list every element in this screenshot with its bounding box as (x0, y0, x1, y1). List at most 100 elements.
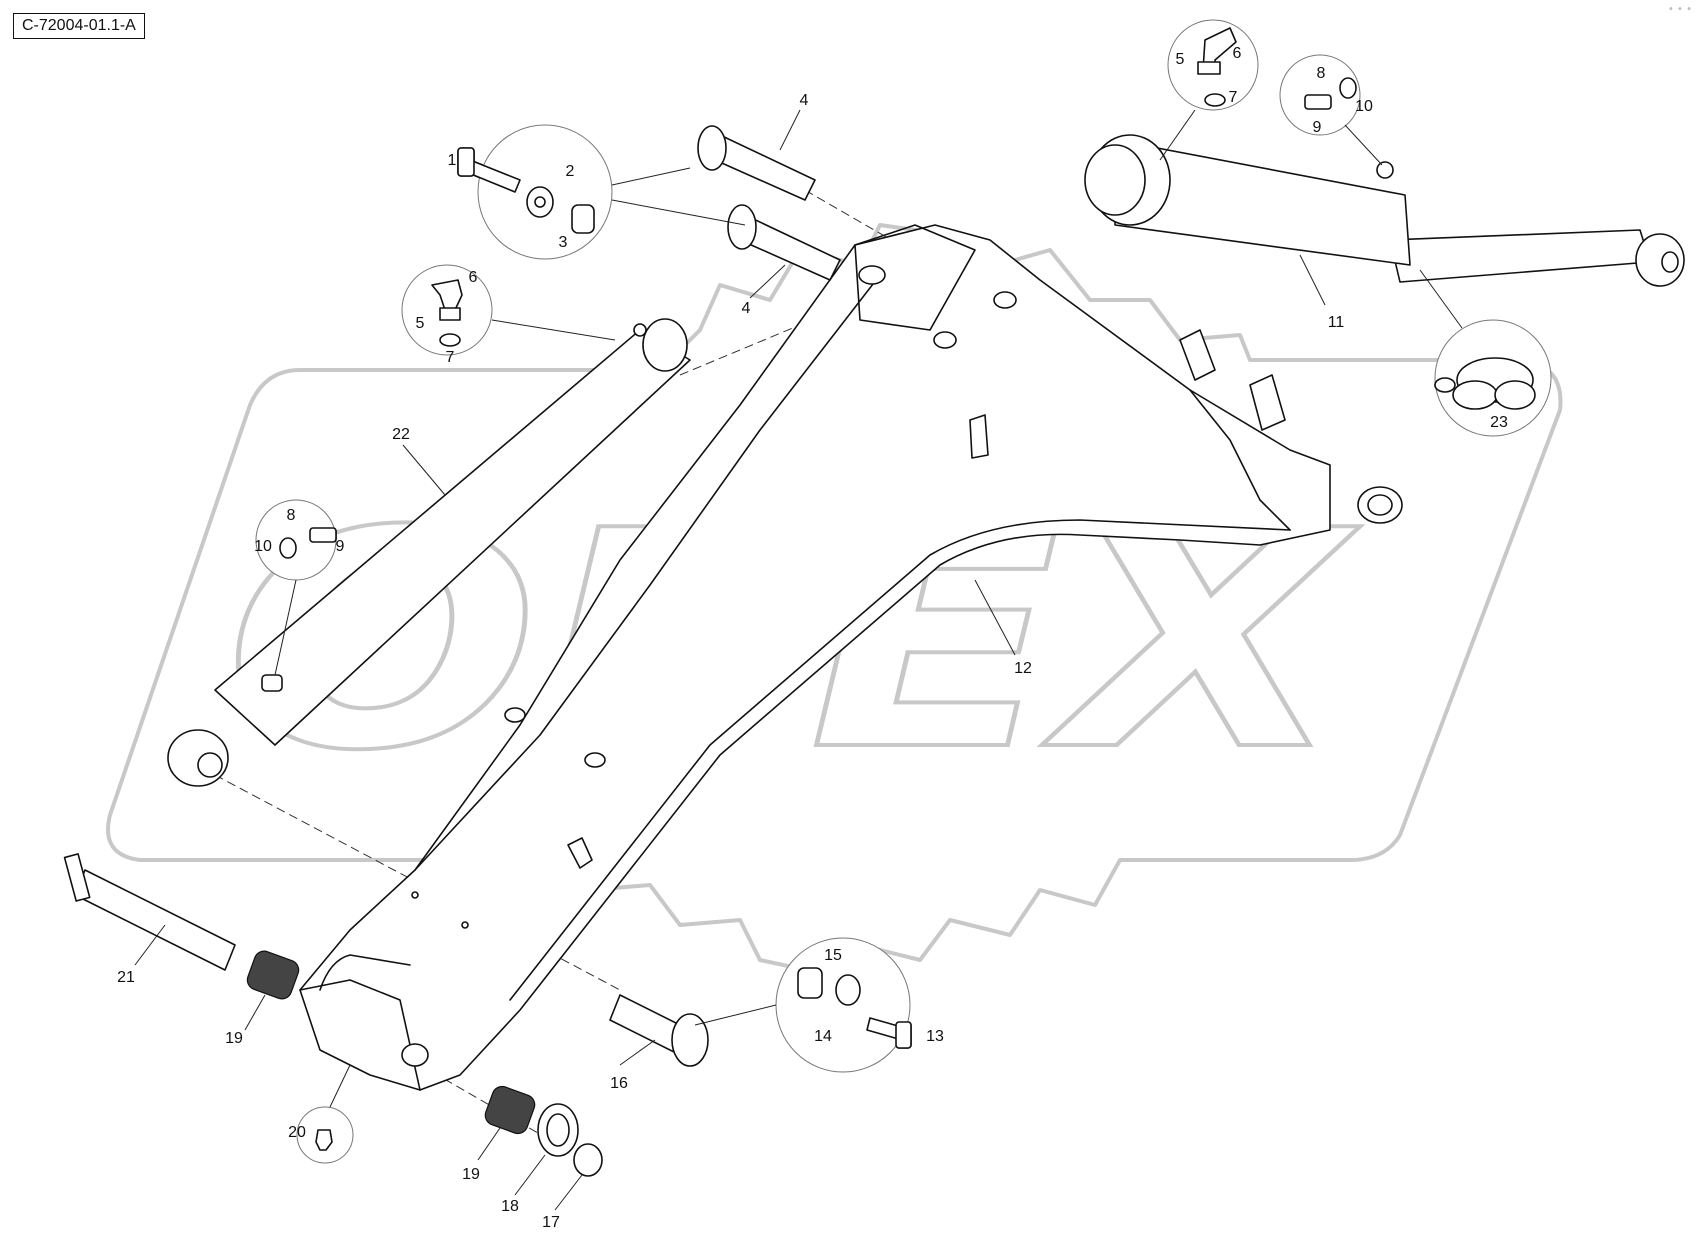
boom-pivot-hole-top (858, 265, 886, 285)
boom-small-tab (969, 414, 989, 459)
label-9-top: 9 (1313, 119, 1322, 136)
pin-21 (74, 869, 236, 971)
leader-4-lower (749, 264, 786, 299)
label-1: 1 (448, 152, 457, 169)
boom-upper-bracket (1189, 389, 1291, 531)
grease-nipple-face (315, 1129, 333, 1151)
label-2: 2 (566, 163, 575, 180)
o-ring-7a-face (1204, 93, 1226, 107)
label-3: 3 (559, 234, 568, 251)
boom-mount-plate-2 (1249, 374, 1286, 431)
leader-18 (514, 1154, 546, 1196)
boom-hole-lower (584, 752, 606, 768)
label-20: 20 (288, 1124, 306, 1141)
label-17: 17 (542, 1214, 560, 1231)
label-6-top: 6 (1233, 45, 1242, 62)
boom-body (299, 224, 1331, 1091)
leader-bubble-23 (1419, 269, 1463, 329)
cylinder-22-barrel (214, 329, 691, 746)
label-7-top: 7 (1229, 89, 1238, 106)
seal-18-inner (546, 1113, 570, 1147)
label-8-left: 8 (287, 507, 296, 524)
arm-cylinder (167, 318, 691, 787)
o-ring-10a-face (1339, 77, 1357, 99)
boom-foot-upper (319, 954, 411, 991)
diagram-reference-code: C-72004-01.1-A (13, 13, 145, 39)
boom-cylinder (1084, 134, 1685, 287)
bubble-contents (279, 27, 1536, 1151)
boom-inner-flange (509, 519, 1291, 1001)
axis-line-boom-foot (419, 1064, 551, 1141)
pins (63, 125, 841, 1067)
circlip-17 (573, 1143, 603, 1177)
cylinder-22-base-eye-hole (197, 752, 223, 778)
leader-17 (554, 1174, 583, 1211)
seal-ring-d-face (1434, 377, 1456, 393)
leader-12 (974, 579, 1016, 656)
label-5-left: 5 (416, 315, 425, 332)
boom-pivot-hole-mid-2 (993, 291, 1017, 309)
bolt-13-cap (895, 1021, 912, 1049)
o-ring-10b-face (279, 537, 297, 559)
cylinder-11-end-cap-face (1084, 144, 1146, 216)
label-13: 13 (926, 1028, 944, 1045)
boom-foot-hole (401, 1043, 429, 1067)
boom-hole-left (504, 707, 526, 723)
fitting-9b-face (309, 527, 337, 543)
leader-11 (1299, 254, 1326, 306)
label-7-left: 7 (446, 349, 455, 366)
washer-14-face (835, 974, 861, 1006)
leader-bubble-5-7-top (1159, 109, 1196, 161)
bubble-hardware-13-15 (775, 937, 911, 1073)
leader-bubble-8-10-left (274, 579, 297, 676)
boom-top-plate (854, 224, 976, 331)
label-16: 16 (610, 1075, 628, 1092)
boom-arm (299, 224, 1403, 1091)
boom-clip-lower (567, 837, 593, 869)
washer-2-face (526, 186, 554, 218)
leader-19-upper (244, 994, 266, 1031)
part-labels: 1 2 3 4 4 5 6 7 6 5 7 8 10 9 8 10 9 11 1… (117, 45, 1508, 1231)
label-15: 15 (824, 947, 842, 964)
bushing-15-face (797, 967, 823, 999)
fitting-9a-face (1304, 94, 1332, 110)
boom-tip-hole-inner (1367, 494, 1393, 516)
label-6-left: 6 (469, 269, 478, 286)
label-19-upper: 19 (225, 1030, 243, 1047)
bushing-3-face (571, 204, 595, 234)
leader-19-lower (477, 1127, 501, 1161)
cylinder-22-top-cap (642, 318, 688, 372)
label-18: 18 (501, 1198, 519, 1215)
cylinder-11-rod-eye (1635, 233, 1685, 287)
bearing-19-lower (484, 1085, 536, 1135)
leader-4-upper (779, 109, 801, 151)
leader-bubble-to-pin-a (611, 167, 691, 186)
leader-lines (134, 109, 1463, 1211)
label-10-top: 10 (1355, 98, 1373, 115)
label-12: 12 (1014, 660, 1032, 677)
pin-4-lower-head (727, 204, 757, 250)
leader-21 (134, 924, 166, 966)
fitting-5b-face (439, 307, 461, 321)
label-4-lower: 4 (742, 300, 751, 317)
boom-small-hole-1 (411, 891, 419, 899)
pin-4-upper (714, 134, 816, 201)
leader-16 (619, 1039, 656, 1066)
label-23: 23 (1490, 414, 1508, 431)
label-14: 14 (814, 1028, 832, 1045)
boom-small-hole-2 (461, 921, 469, 929)
leader-bubble-13-15 (694, 1004, 777, 1026)
label-4-upper: 4 (800, 92, 809, 109)
label-22: 22 (392, 426, 410, 443)
label-8-top: 8 (1317, 65, 1326, 82)
fitting-5a-face (1197, 61, 1221, 75)
pin-4-upper-head (697, 125, 727, 171)
leader-bubble-5-7-left (491, 319, 616, 341)
boom-pivot-hole-mid (933, 331, 957, 349)
label-11: 11 (1328, 314, 1345, 331)
cylinder-11-port (1376, 161, 1394, 179)
cylinder-11-rod-eye-hole (1661, 251, 1679, 273)
bolt-1-cap (457, 147, 475, 177)
label-21: 21 (117, 969, 135, 986)
